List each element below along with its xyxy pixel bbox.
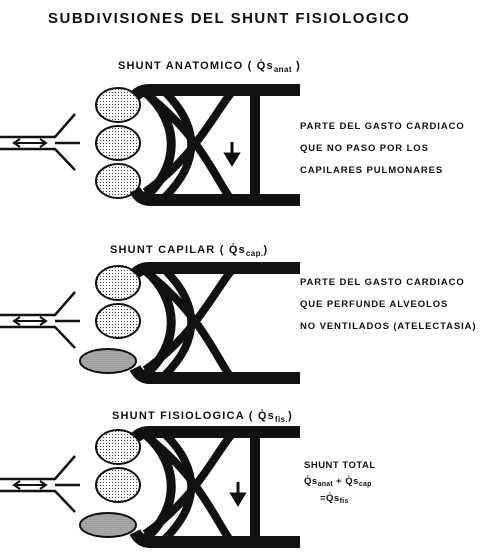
formula-term-subscript: cap: [359, 481, 372, 488]
description-line: QUE NO PASO POR LOS: [300, 138, 465, 160]
collapsed-alveolus: [80, 513, 136, 537]
airflow-arrow-icon: [14, 139, 46, 147]
lung-circulation-diagram: [0, 82, 300, 222]
description-line: PARTE DEL GASTO CARDIACO: [300, 272, 476, 294]
shunt-diagram-capilar: [0, 260, 300, 400]
formula-term: Q̇s: [304, 476, 318, 487]
page-title: SUBDIVISIONES DEL SHUNT FISIOLOGICO: [48, 10, 468, 27]
formula-result-subscript: fis: [340, 498, 349, 505]
description-shunt-capilar: PARTE DEL GASTO CARDIACO QUE PERFUNDE AL…: [300, 272, 476, 338]
section-symbol-subscript: anat: [274, 65, 292, 74]
pulmonary-vein: [135, 532, 300, 542]
airflow-arrow-icon: [14, 481, 46, 489]
section-symbol-close: ): [292, 60, 301, 72]
formula-equals: =Q̇s: [320, 493, 340, 504]
collapsed-alveolus: [80, 349, 136, 373]
section-symbol-subscript: cap.: [246, 249, 264, 258]
flow-arrow-icon: [232, 482, 244, 504]
section-symbol-close: ): [288, 410, 293, 422]
section-symbol: ( Q̇s: [248, 60, 274, 72]
section-symbol: ( Q̇s: [220, 244, 246, 256]
description-line: QUE PERFUNDE ALVEOLOS: [300, 294, 476, 316]
description-shunt-anatomico: PARTE DEL GASTO CARDIACO QUE NO PASO POR…: [300, 116, 465, 182]
pulmonary-vein: [135, 368, 300, 378]
section-title-shunt-fisiologica: SHUNT FISIOLOGICA ( Q̇sfis.): [112, 410, 293, 422]
formula-result: =Q̇sfis: [304, 491, 376, 508]
flow-arrow-icon: [226, 142, 238, 164]
alveolus: [96, 304, 140, 338]
section-symbol-subscript: fis.: [275, 415, 288, 424]
section-symbol: ( Q̇s: [249, 410, 275, 422]
lung-circulation-diagram: [0, 260, 300, 400]
section-heading: SHUNT FISIOLOGICA: [112, 410, 244, 422]
pulmonary-artery: [135, 268, 300, 274]
pulmonary-vein: [135, 190, 300, 200]
section-symbol-close: ): [264, 244, 269, 256]
section-title-shunt-capilar: SHUNT CAPILAR ( Q̇scap.): [110, 244, 268, 256]
pulmonary-artery: [135, 432, 300, 438]
airflow-arrow-icon: [14, 317, 46, 325]
total-shunt-label: SHUNT TOTAL: [304, 458, 376, 474]
alveolus: [96, 126, 140, 160]
alveolus: [96, 468, 140, 502]
shunt-diagram-fisiologica: [0, 424, 300, 556]
section-heading: SHUNT CAPILAR: [110, 244, 215, 256]
description-line: NO VENTILADOS (ATELECTASIA): [300, 316, 476, 338]
shunt-diagram-anatomico: [0, 82, 300, 222]
lung-circulation-diagram: [0, 424, 300, 556]
description-line: PARTE DEL GASTO CARDIACO: [300, 116, 465, 138]
pulmonary-artery: [135, 90, 300, 96]
section-title-shunt-anatomico: SHUNT ANATOMICO ( Q̇sanat ): [118, 60, 301, 72]
formula-term-subscript: anat: [318, 481, 333, 488]
section-heading: SHUNT ANATOMICO: [118, 60, 243, 72]
total-shunt-formula: SHUNT TOTAL Q̇sanat + Q̇scap =Q̇sfis: [304, 458, 376, 508]
formula-sum: Q̇sanat + Q̇scap: [304, 474, 376, 491]
description-line: CAPILARES PULMONARES: [300, 160, 465, 182]
formula-plus: + Q̇s: [333, 476, 359, 487]
